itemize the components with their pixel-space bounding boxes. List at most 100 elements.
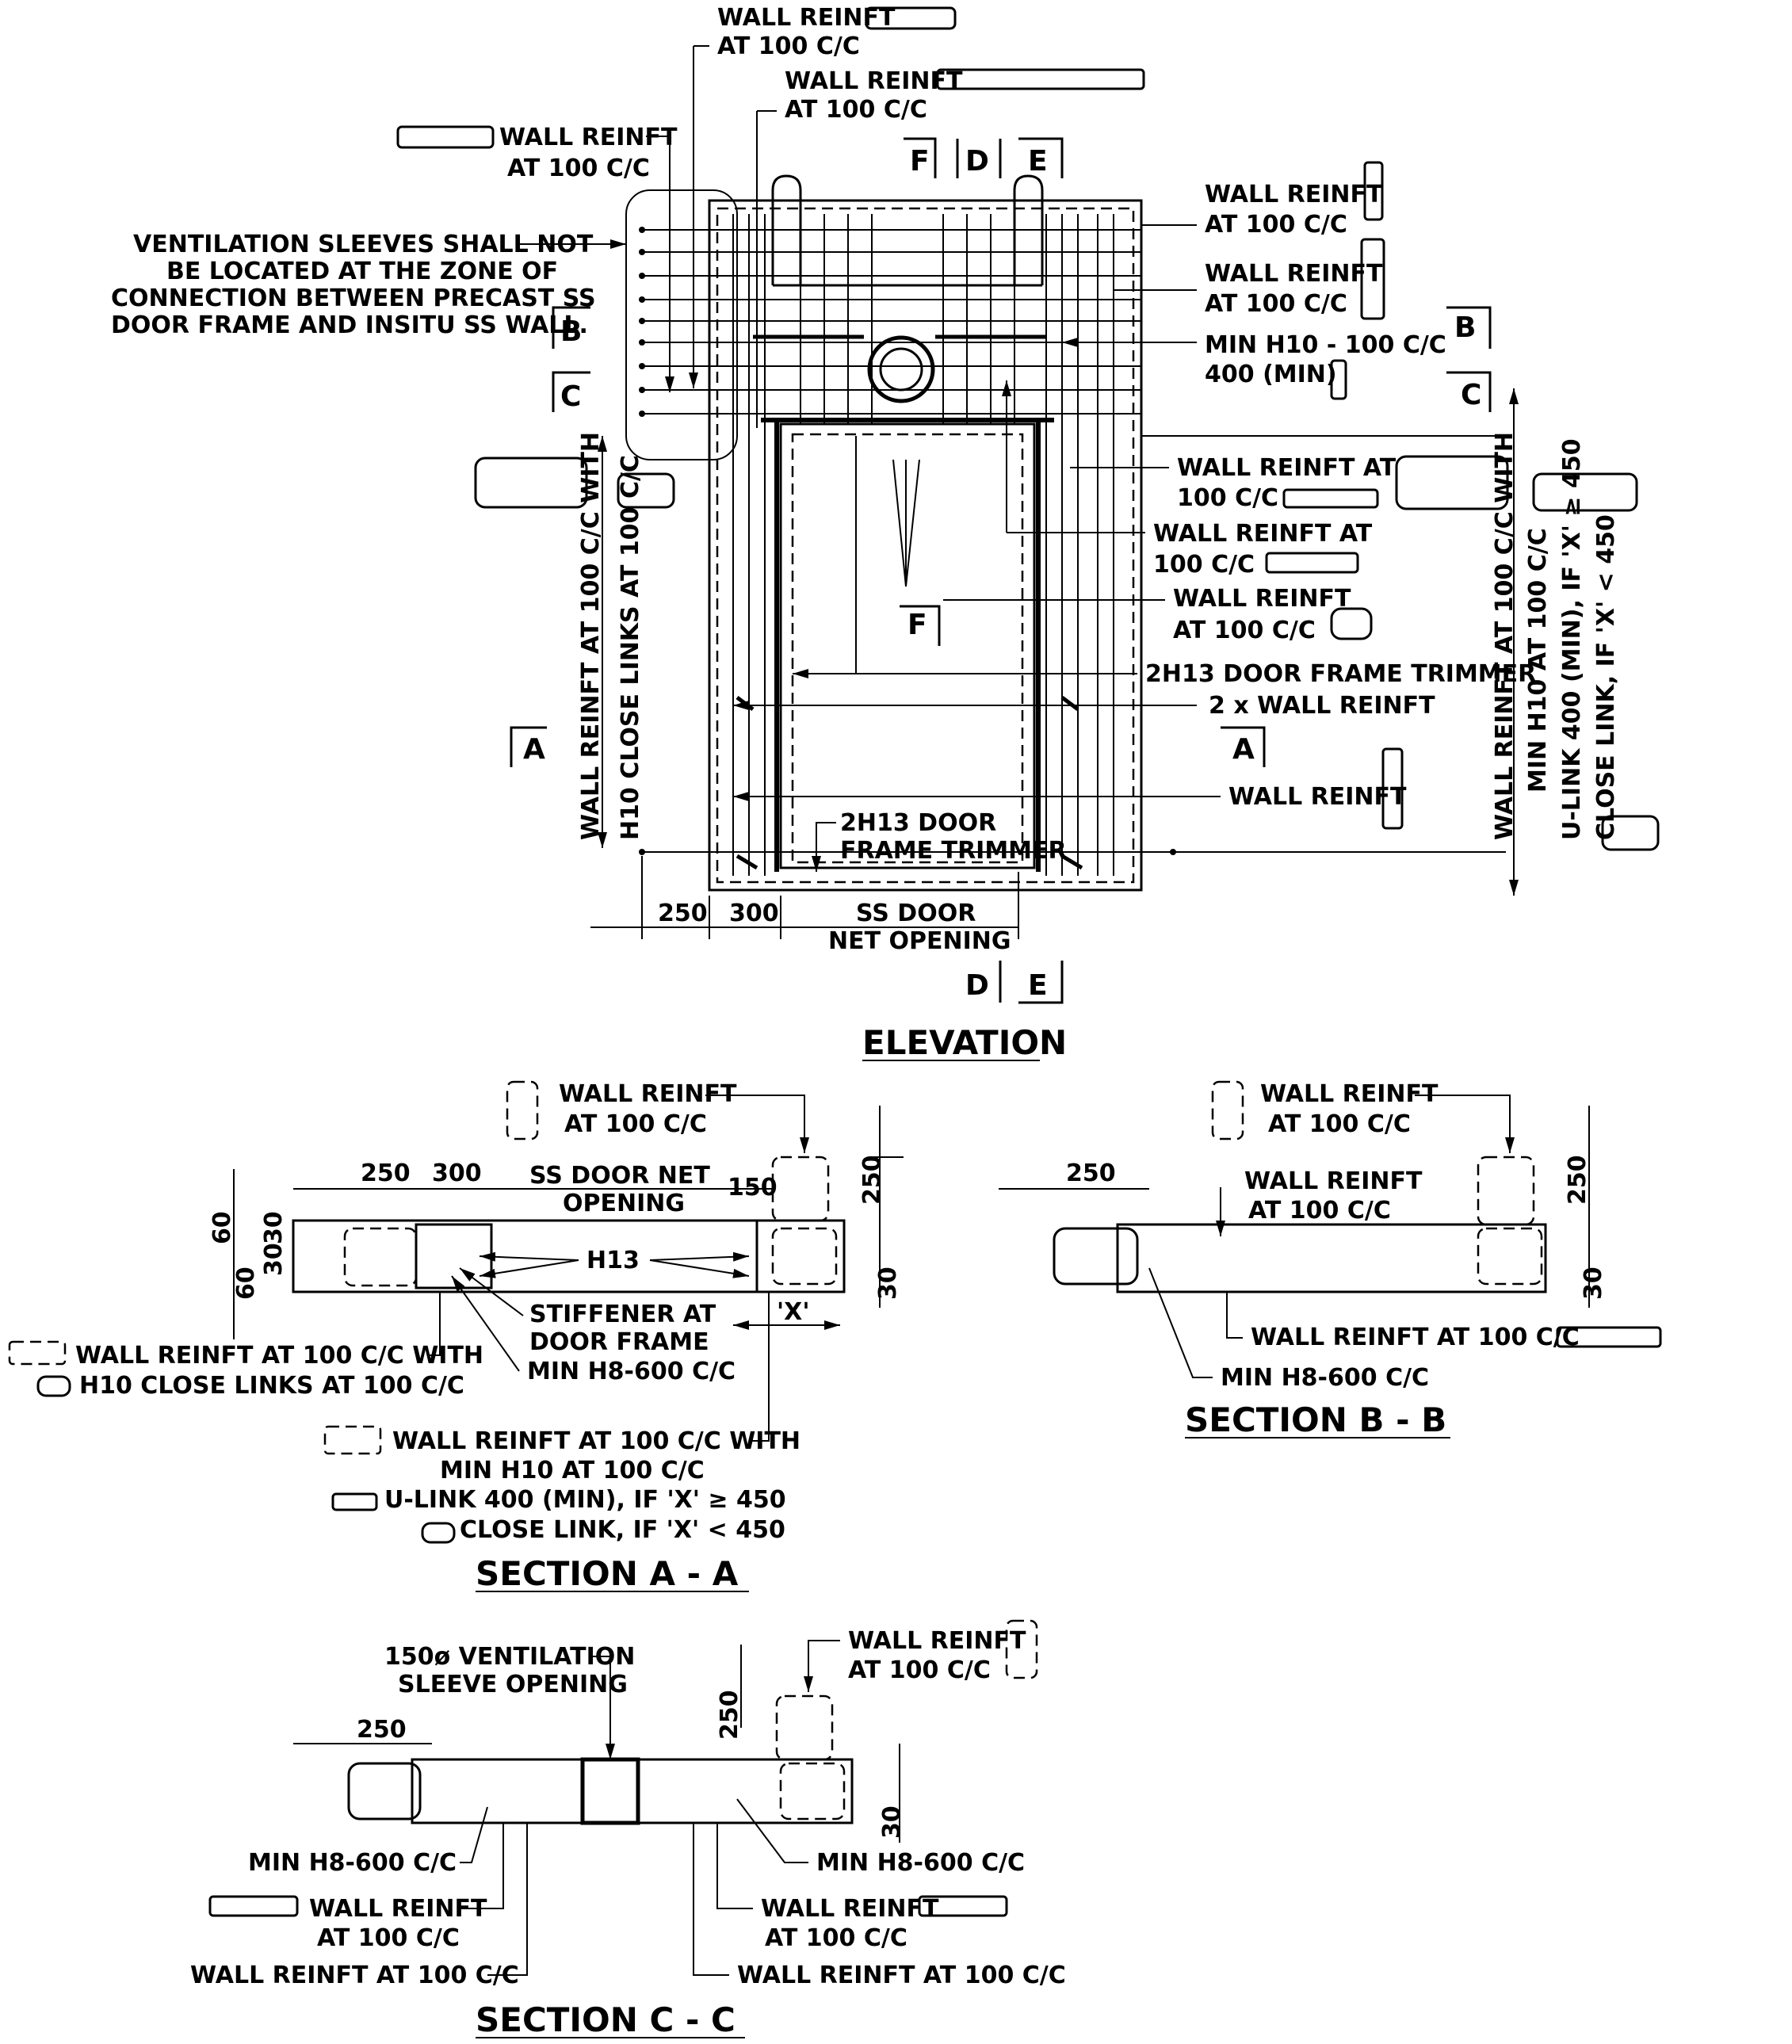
elevation-labels: WALL REINFT AT 100 C/C WALL REINFT AT 10…: [111, 4, 1660, 1062]
label-ss-door: SS DOOR: [856, 900, 976, 927]
bb-d30-v: 30: [1580, 1267, 1607, 1300]
dim-300: 300: [729, 900, 779, 927]
label-right-vertical-1: WALL REINFT AT 100 C/C WITH: [1491, 432, 1519, 840]
cc-wall-reinft-3: WALL REINFT: [761, 1895, 939, 1923]
bb-bottom: WALL REINFT AT 100 C/C: [1251, 1324, 1580, 1351]
aa-d30-v: 30: [874, 1267, 902, 1300]
section-mark-d-bottom: D: [965, 961, 1002, 1003]
bb-min-h8: MIN H8-600 C/C: [1221, 1364, 1429, 1392]
section-mark-c-left: C: [552, 371, 590, 413]
section-bb-title: SECTION B - B: [1185, 1400, 1446, 1439]
label-left-vertical-1: WALL REINFT AT 100 C/C WITH: [577, 432, 605, 840]
section-aa-title: SECTION A - A: [476, 1554, 739, 1593]
aa-ss-net-2: OPENING: [563, 1190, 685, 1217]
label-net-opening: NET OPENING: [828, 927, 1011, 955]
label-at-100-6: AT 100 C/C: [1173, 617, 1316, 644]
aa-ss-net-1: SS DOOR NET: [529, 1162, 710, 1190]
label-100-cc-2: 100 C/C: [1153, 551, 1255, 579]
svg-text:A: A: [523, 733, 545, 766]
bb-wall-reinft: WALL REINFT: [1260, 1080, 1439, 1108]
label-wall-reinft-3: WALL REINFT: [499, 124, 678, 151]
bar-shape-icon: [1265, 552, 1359, 574]
elevation-vertical-bars: [732, 214, 1114, 876]
label-right-vertical-2: MIN H10 AT 100 C/C: [1524, 528, 1552, 793]
bar-shape-icon: [1005, 1619, 1038, 1679]
section-mark-f-mid: F: [900, 605, 941, 646]
label-wall-reinft-5: WALL REINFT: [1205, 260, 1383, 288]
svg-text:F: F: [910, 145, 930, 178]
section-mark-d-top: D: [956, 139, 1002, 178]
label-at-100-3: AT 100 C/C: [507, 155, 650, 182]
aa-b2: MIN H10 AT 100 C/C: [440, 1457, 705, 1484]
aa-b1: WALL REINFT AT 100 C/C WITH: [392, 1427, 800, 1455]
section-aa: WALL REINFT AT 100 C/C H13 250 300 SS DO…: [8, 1080, 904, 1593]
aa-d60-2: 60: [232, 1267, 260, 1300]
aa-min-h8: MIN H8-600 C/C: [527, 1358, 736, 1385]
bar-shape-icon: [1556, 1326, 1662, 1348]
aa-d300: 300: [432, 1160, 482, 1187]
aa-d60-1: 60: [208, 1211, 236, 1244]
bar-shape-icon: [474, 457, 588, 509]
bar-shape-icon: [421, 1522, 456, 1544]
label-at-100-5: AT 100 C/C: [1205, 290, 1347, 318]
bar-shape-icon: [208, 1895, 299, 1917]
cc-wall-reinft-1: WALL REINFT: [848, 1627, 1026, 1655]
elevation-drawing: [590, 174, 1519, 939]
bb-d250-v: 250: [1564, 1155, 1591, 1205]
bar-shape-icon: [323, 1425, 382, 1455]
section-cc-title: SECTION C - C: [476, 2000, 736, 2039]
aa-d150: 150: [728, 1174, 778, 1202]
label-trimmer: 2H13 DOOR FRAME TRIMMER: [1145, 660, 1536, 688]
bar-shape-icon: [1330, 607, 1373, 640]
aa-b4: CLOSE LINK, IF 'X' < 450: [460, 1516, 785, 1544]
label-100-cc-1: 100 C/C: [1177, 484, 1278, 512]
section-mark-c-right: C: [1446, 371, 1492, 412]
section-mark-a-right: A: [1221, 726, 1266, 767]
label-at-100-2: AT 100 C/C: [785, 96, 927, 124]
label-right-vertical-3: U-LINK 400 (MIN), IF 'X' ≥ 450: [1558, 438, 1586, 840]
label-trimmer2-l1: 2H13 DOOR: [840, 809, 996, 837]
label-left-vertical-2: H10 CLOSE LINKS AT 100 C/C: [617, 455, 644, 840]
section-mark-b-left: B: [552, 306, 590, 349]
cc-wall-100-1: WALL REINFT AT 100 C/C: [190, 1962, 519, 1989]
svg-text:B: B: [1454, 311, 1476, 344]
label-right-vertical-4: CLOSE LINK, IF 'X' < 450: [1592, 514, 1620, 840]
dim-250: 250: [658, 900, 708, 927]
cc-d250: 250: [357, 1716, 407, 1744]
aa-d250: 250: [361, 1160, 411, 1187]
svg-text:D: D: [965, 969, 989, 1002]
bar-shape-icon: [396, 125, 495, 149]
cc-min-h8-2: MIN H8-600 C/C: [816, 1849, 1025, 1877]
section-mark-a-left: A: [510, 726, 547, 767]
elevation-bar-dots: [639, 227, 1176, 855]
bar-shape-icon: [1282, 488, 1379, 509]
cc-wall-100-2: WALL REINFT AT 100 C/C: [737, 1962, 1066, 1989]
bar-shape-icon: [8, 1340, 67, 1366]
cc-vent-2: SLEEVE OPENING: [398, 1671, 628, 1698]
bar-shape-icon: [1532, 472, 1638, 512]
label-wall-reinft-6: WALL REINFT: [1173, 585, 1351, 613]
label-wall-reinft-2: WALL REINFT: [785, 67, 963, 95]
section-cc: 150ø VENTILATION SLEEVE OPENING WALL REI…: [190, 1619, 1066, 2039]
aa-left-2: H10 CLOSE LINKS AT 100 C/C: [79, 1372, 464, 1400]
bar-shape-icon: [1360, 238, 1385, 320]
note-line-4: DOOR FRAME AND INSITU SS WALL.: [111, 311, 588, 339]
aa-d30-2: 30: [260, 1243, 288, 1276]
cc-min-h8-1: MIN H8-600 C/C: [248, 1849, 457, 1877]
svg-text:E: E: [1028, 969, 1048, 1002]
aa-left-1: WALL REINFT AT 100 C/C WITH: [75, 1342, 483, 1370]
elevation-title: ELEVATION: [862, 1023, 1067, 1062]
section-mark-e-top: E: [1018, 137, 1064, 178]
aa-d250-v: 250: [858, 1155, 886, 1205]
bar-shape-icon: [36, 1375, 71, 1397]
bar-shape-icon: [1395, 455, 1509, 510]
label-at-100-1: AT 100 C/C: [717, 32, 860, 60]
section-mark-b-right: B: [1446, 306, 1492, 349]
bar-shape-icon: [865, 6, 957, 30]
section-bb: WALL REINFT AT 100 C/C 250 WALL REINFT A…: [999, 1080, 1662, 1439]
aa-stiff-1: STIFFENER AT: [529, 1301, 716, 1328]
bar-shape-icon: [918, 1895, 1008, 1917]
bar-shape-icon: [1211, 1080, 1244, 1140]
cc-at-100-3: AT 100 C/C: [765, 1924, 907, 1952]
